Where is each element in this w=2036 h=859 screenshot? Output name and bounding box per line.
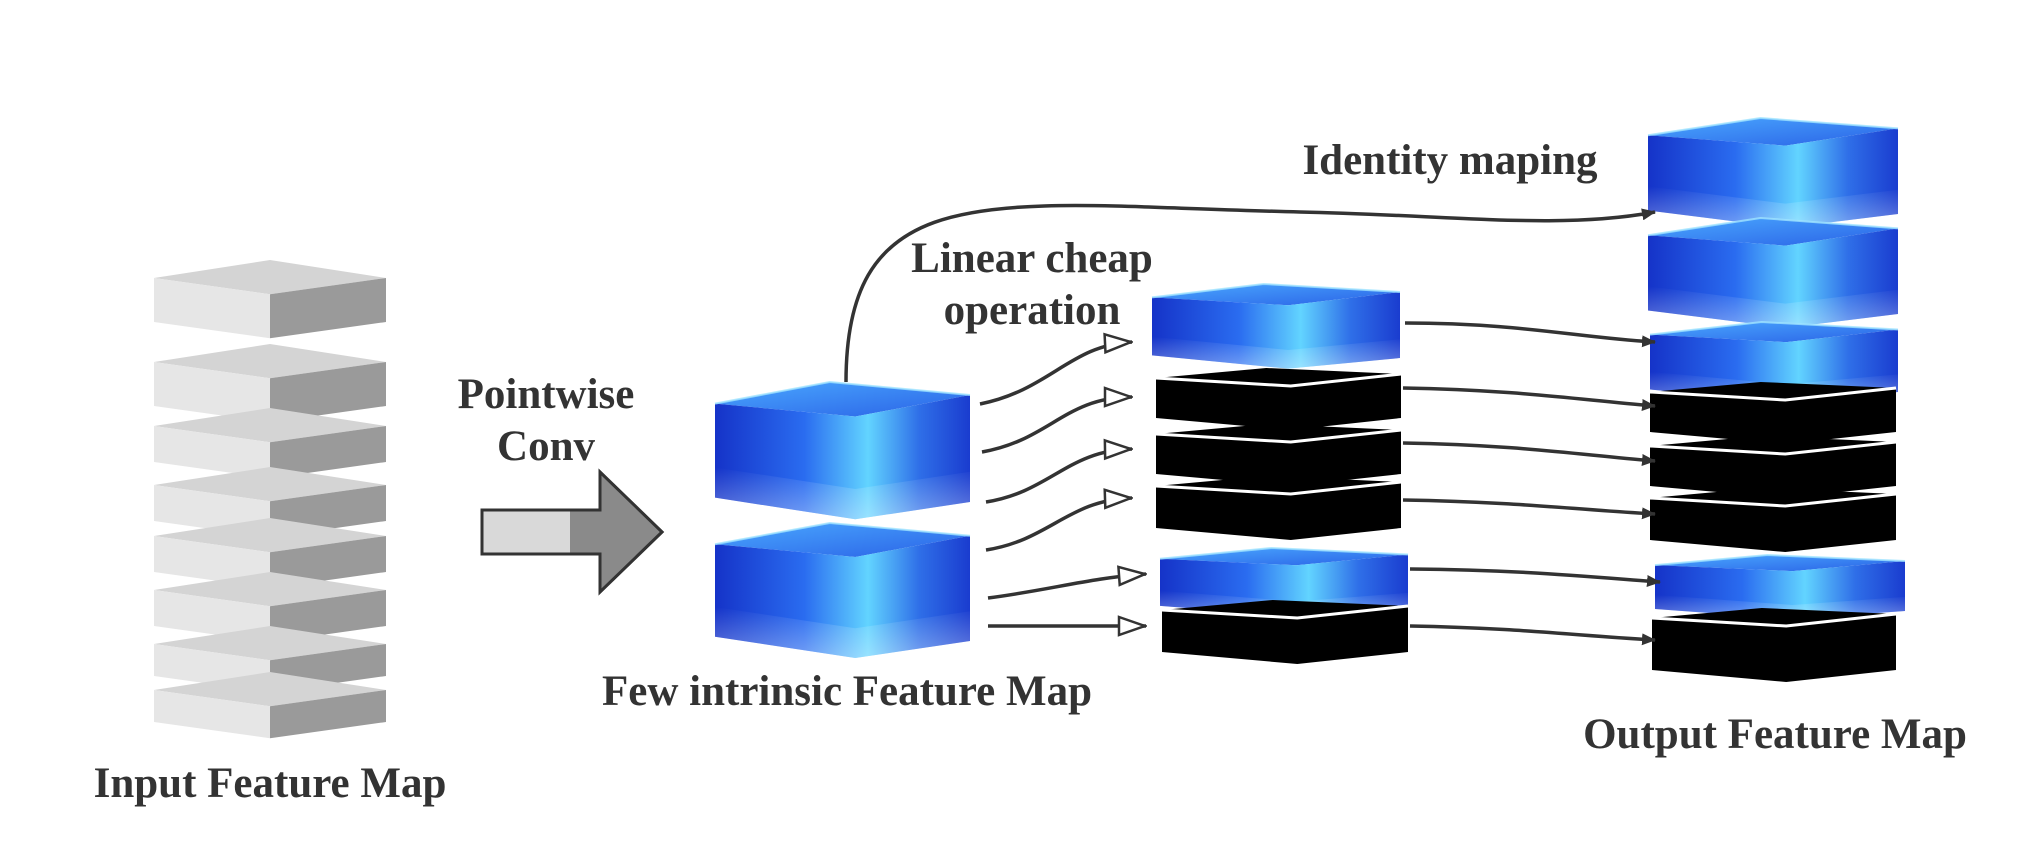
input-feature-map-label: Input Feature Map bbox=[94, 760, 447, 807]
output-arrow-6 bbox=[1409, 624, 1656, 646]
input-slab-5 bbox=[154, 518, 386, 589]
cheap-to-output-arrows bbox=[1402, 321, 1661, 646]
pointwise-conv-arrow bbox=[480, 468, 665, 596]
intrinsic-feature-map-stack bbox=[714, 380, 971, 658]
intrinsic-slab-1 bbox=[714, 380, 971, 520]
identity-mapping-arrow bbox=[844, 203, 1656, 383]
output-slab-5 bbox=[1649, 436, 1897, 498]
input-slab-8 bbox=[154, 672, 386, 739]
pointwise-conv-label-line1: Pointwise bbox=[458, 371, 635, 418]
output-arrow-1 bbox=[1404, 321, 1656, 348]
cheap-op-arrow-3 bbox=[985, 449, 1132, 504]
output-slab-2 bbox=[1647, 216, 1899, 328]
cheap-slab-6 bbox=[1161, 600, 1409, 664]
cheap-slab-3 bbox=[1155, 424, 1402, 486]
input-slab-3 bbox=[154, 408, 386, 479]
cheap-operation-stack bbox=[1151, 282, 1409, 664]
input-feature-map-stack bbox=[154, 260, 386, 739]
input-slab-6 bbox=[154, 572, 386, 643]
intrinsic-slab-2 bbox=[714, 521, 971, 658]
few-intrinsic-feature-map-label: Few intrinsic Feature Map bbox=[602, 668, 1092, 715]
linear-cheap-operation-label-line1: Linear cheap bbox=[911, 235, 1153, 282]
output-feature-map-label: Output Feature Map bbox=[1583, 711, 1967, 758]
output-arrow-2 bbox=[1402, 386, 1656, 411]
output-arrow-4 bbox=[1402, 498, 1656, 520]
output-slab-4 bbox=[1649, 382, 1897, 444]
output-arrow-5 bbox=[1409, 567, 1661, 588]
output-feature-map-stack bbox=[1647, 116, 1906, 682]
input-slab-1 bbox=[154, 260, 386, 339]
output-arrow-3 bbox=[1402, 441, 1656, 466]
identity-mapping-label: Identity maping bbox=[1302, 137, 1598, 184]
output-slab-6 bbox=[1649, 488, 1897, 552]
cheap-slab-2 bbox=[1155, 368, 1402, 430]
cheap-slab-4 bbox=[1155, 476, 1402, 540]
output-slab-1 bbox=[1647, 116, 1899, 228]
cheap-op-arrow-5 bbox=[987, 574, 1146, 600]
linear-cheap-operation-arrows bbox=[979, 342, 1146, 626]
output-slab-8 bbox=[1651, 608, 1897, 682]
linear-cheap-operation-label-line2: operation bbox=[944, 287, 1121, 334]
input-slab-2 bbox=[154, 344, 386, 423]
cheap-slab-1 bbox=[1151, 282, 1401, 369]
pointwise-conv-label-line2: Conv bbox=[497, 423, 595, 470]
cheap-op-arrow-4 bbox=[985, 498, 1132, 552]
cheap-op-arrow-2 bbox=[981, 397, 1132, 454]
cheap-op-arrow-1 bbox=[979, 342, 1132, 406]
